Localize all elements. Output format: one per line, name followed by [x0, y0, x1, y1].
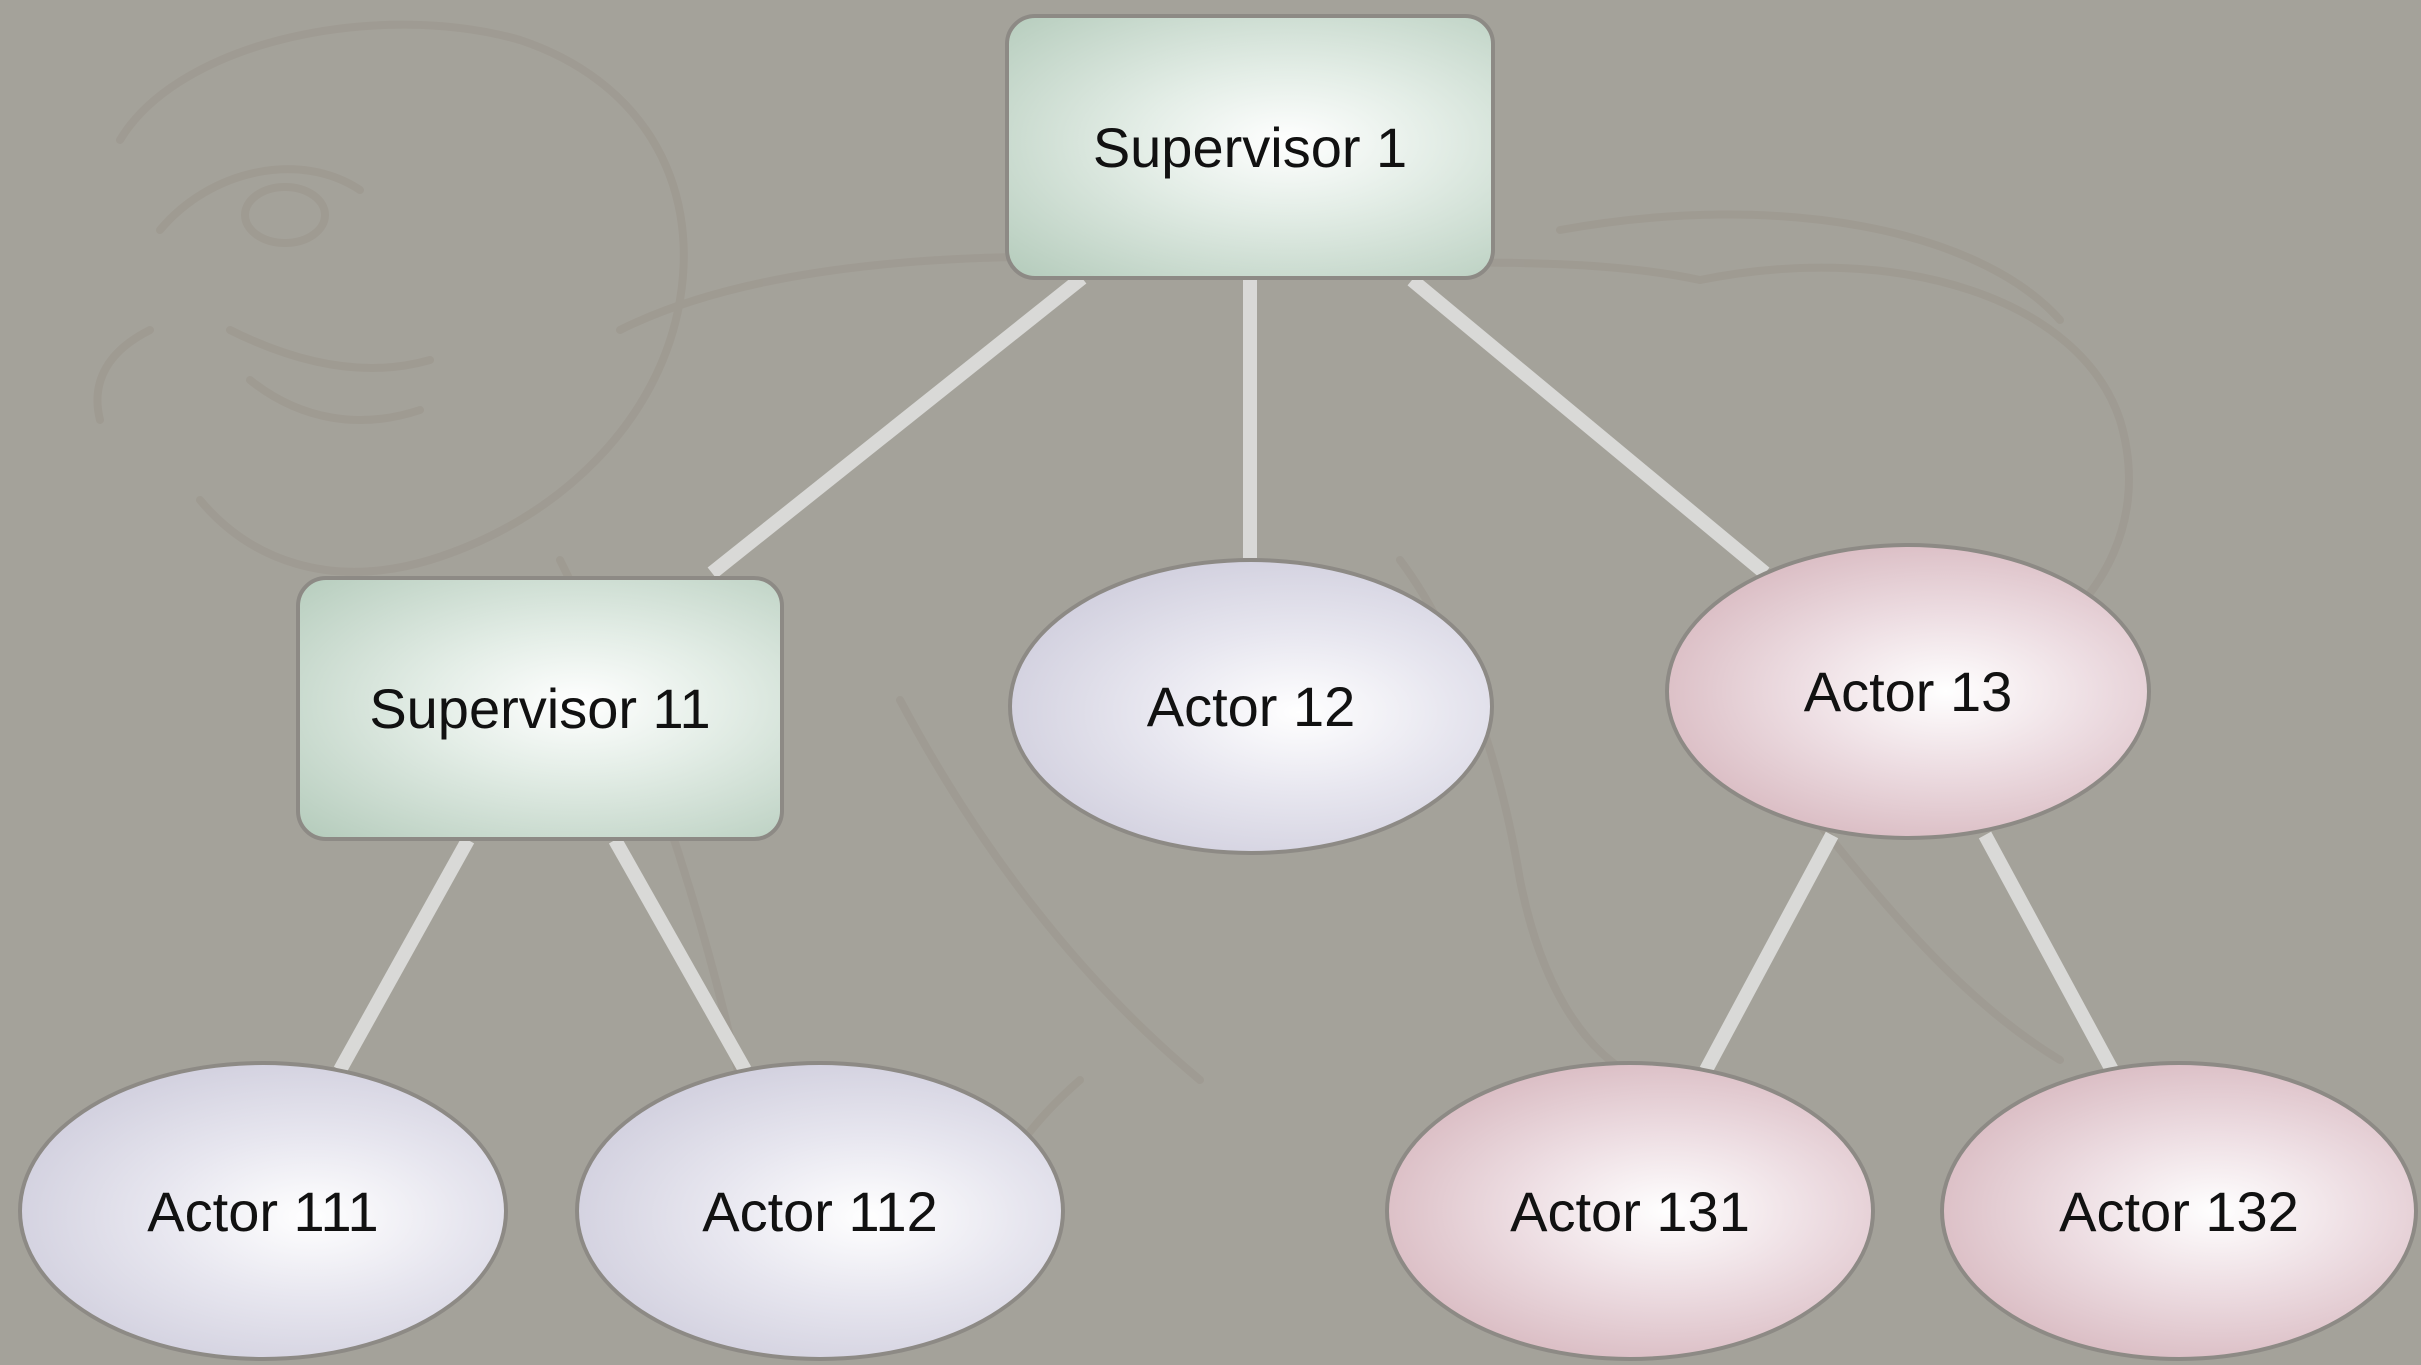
actor-112-label: Actor 112	[702, 1179, 938, 1243]
edge-actor13-actor132	[1978, 831, 2119, 1074]
actor-111-node[interactable]: Actor 111	[18, 1061, 508, 1361]
actor-111-label: Actor 111	[147, 1179, 379, 1243]
edge-supervisor11-actor112	[608, 836, 752, 1074]
actor-131-node[interactable]: Actor 131	[1385, 1061, 1875, 1361]
supervisor-1-label: Supervisor 1	[1092, 115, 1408, 179]
supervisor-1-node[interactable]: Supervisor 1	[1005, 14, 1495, 280]
edge-actor13-actor131	[1699, 831, 1839, 1074]
actor-132-label: Actor 132	[2059, 1179, 2299, 1243]
actor-131-label: Actor 131	[1510, 1179, 1750, 1243]
edge-supervisor1-supervisor11	[707, 272, 1087, 579]
actor-12-label: Actor 12	[1146, 675, 1356, 738]
actor-132-node[interactable]: Actor 132	[1940, 1061, 2418, 1361]
tree-edges	[333, 272, 2119, 1074]
actor-13-node[interactable]: Actor 13	[1665, 543, 2151, 840]
edge-supervisor1-actor13	[1407, 274, 1770, 579]
supervisor-11-label: Supervisor 11	[369, 677, 711, 740]
edge-supervisor11-actor111	[333, 836, 475, 1074]
supervisor-11-node[interactable]: Supervisor 11	[296, 576, 784, 841]
actor-112-node[interactable]: Actor 112	[575, 1061, 1065, 1361]
actor-12-node[interactable]: Actor 12	[1008, 558, 1494, 855]
actor-13-label: Actor 13	[1803, 660, 2013, 723]
